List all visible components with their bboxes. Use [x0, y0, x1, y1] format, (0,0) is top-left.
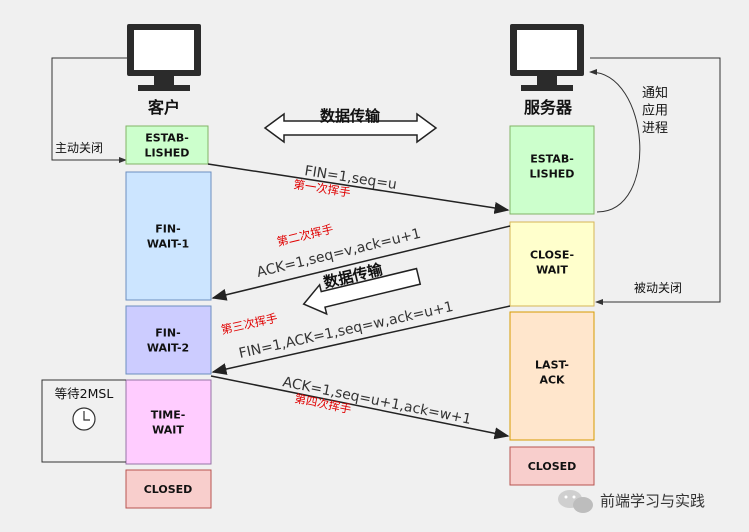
wait-2msl-bracket — [41, 379, 126, 463]
server-computer-icon — [510, 24, 584, 91]
client-label: 客户 — [148, 98, 180, 117]
passive-close-label: 被动关闭 — [634, 281, 682, 295]
server-established-label: ESTAB-LISHED — [530, 152, 575, 180]
client-fin-wait-2-label: FIN-WAIT-2 — [147, 326, 189, 354]
client-closed-label: CLOSED — [144, 483, 193, 496]
server-close-wait-label: CLOSE-WAIT — [530, 248, 574, 276]
server-state-established: ESTAB-LISHED — [509, 125, 595, 215]
watermark-text: 前端学习与实践 — [600, 492, 705, 510]
clock-icon — [72, 407, 96, 431]
client-time-wait-label: TIME-WAIT — [151, 408, 186, 436]
client-fin-wait-1-label: FIN-WAIT-1 — [147, 222, 189, 250]
data-transfer-arrow — [302, 267, 422, 316]
server-state-close-wait: CLOSE-WAIT — [509, 221, 595, 307]
server-label: 服务器 — [524, 98, 573, 117]
data-transfer-double-arrow — [263, 112, 438, 144]
notify-app-curve — [589, 69, 641, 213]
client-state-fin-wait-2: FIN-WAIT-2 — [125, 305, 212, 375]
message-3-arrow — [211, 305, 511, 375]
client-computer-icon — [127, 24, 201, 91]
message-2-arrow — [211, 225, 511, 301]
passive-close-line — [590, 57, 721, 305]
server-last-ack-label: LAST-ACK — [535, 358, 569, 386]
active-close-label: 主动关闭 — [55, 141, 103, 155]
client-state-fin-wait-1: FIN-WAIT-1 — [125, 171, 212, 301]
active-close-line — [51, 57, 128, 163]
message-4-arrow — [210, 375, 510, 440]
client-state-established: ESTAB-LISHED — [125, 125, 209, 165]
wechat-icon — [558, 490, 593, 513]
wait-2msl-label: 等待2MSL — [55, 386, 114, 401]
client-established-label: ESTAB-LISHED — [145, 131, 190, 159]
client-state-time-wait: TIME-WAIT — [125, 379, 212, 465]
client-state-closed: CLOSED — [125, 469, 212, 509]
data-transfer-top-label: 数据传输 — [320, 107, 381, 125]
message-3-label: FIN=1,ACK=1,seq=w,ack=u+1 — [237, 299, 454, 362]
notify-app-label: 通知应用进程 — [642, 85, 668, 136]
message-3-step: 第三次挥手 — [220, 311, 279, 337]
server-state-last-ack: LAST-ACK — [509, 311, 595, 441]
message-1-arrow — [207, 163, 510, 214]
server-state-closed: CLOSED — [509, 446, 595, 486]
server-closed-label: CLOSED — [528, 460, 577, 473]
message-2-step: 第二次挥手 — [275, 222, 334, 249]
